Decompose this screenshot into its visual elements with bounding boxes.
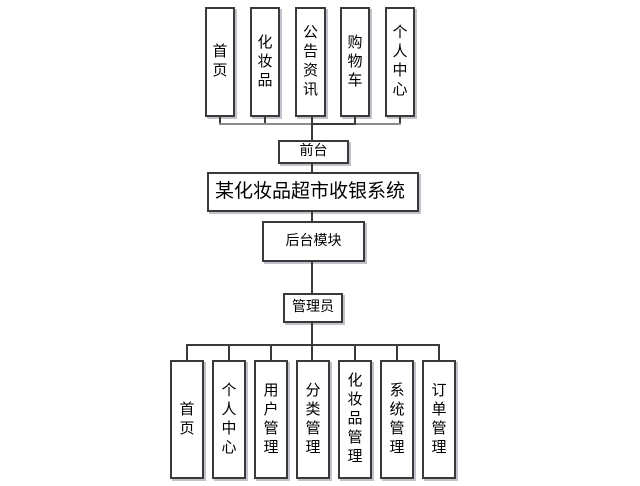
back-page-label: 订单管理 <box>431 382 447 456</box>
front-page-box: 首页 <box>205 7 235 117</box>
connector-line <box>399 117 401 125</box>
connector-line <box>311 164 313 172</box>
connector-line <box>311 262 313 293</box>
connector-line <box>311 125 313 140</box>
admin-node-box: 管理员 <box>283 293 343 323</box>
front-page-box: 公告资讯 <box>295 7 326 117</box>
connector-line <box>264 117 266 125</box>
connector-line <box>354 344 356 360</box>
back-page-label: 首页 <box>179 401 195 437</box>
connector-line <box>396 344 398 360</box>
connector-line <box>311 117 313 125</box>
connector-line <box>438 344 440 360</box>
back-page-box: 分类管理 <box>296 360 330 479</box>
back-page-box: 首页 <box>170 360 204 479</box>
back-page-box: 订单管理 <box>422 360 456 479</box>
front-page-label: 化妆品 <box>257 34 273 89</box>
connector-line <box>354 117 356 125</box>
back-page-box: 系统管理 <box>380 360 414 479</box>
front-node-box: 前台 <box>278 140 349 164</box>
back-page-label: 个人中心 <box>221 382 237 456</box>
system-title-label: 某化妆品超市收银系统 <box>215 181 406 202</box>
connector-line <box>228 344 230 360</box>
connector-line <box>219 117 221 125</box>
back-page-label: 分类管理 <box>305 382 321 456</box>
back-page-box: 化妆品管理 <box>338 360 372 479</box>
back-page-label: 化妆品管理 <box>347 373 363 465</box>
connector-line <box>186 344 188 360</box>
system-title-box: 某化妆品超市收银系统 <box>207 172 419 212</box>
front-page-label: 首页 <box>212 44 228 79</box>
backend-module-box: 后台模块 <box>262 221 365 262</box>
front-page-label: 个人中心 <box>392 25 408 98</box>
front-page-box: 购物车 <box>340 7 370 117</box>
back-page-box: 用户管理 <box>254 360 288 479</box>
front-page-box: 个人中心 <box>385 7 415 117</box>
connector-hline <box>311 123 356 125</box>
back-page-label: 用户管理 <box>263 382 279 456</box>
admin-node-label: 管理员 <box>292 300 334 315</box>
back-page-label: 系统管理 <box>389 382 405 456</box>
front-page-label: 购物车 <box>347 34 363 89</box>
front-node-label: 前台 <box>299 144 328 159</box>
connector-hline <box>219 123 401 125</box>
back-page-box: 个人中心 <box>212 360 246 479</box>
front-page-label: 公告资讯 <box>302 25 318 98</box>
connector-hline <box>186 344 440 346</box>
front-page-box: 化妆品 <box>250 7 280 117</box>
connector-line <box>311 212 313 221</box>
connector-line <box>270 344 272 360</box>
backend-module-label: 后台模块 <box>285 233 342 249</box>
connector-line <box>311 323 313 360</box>
